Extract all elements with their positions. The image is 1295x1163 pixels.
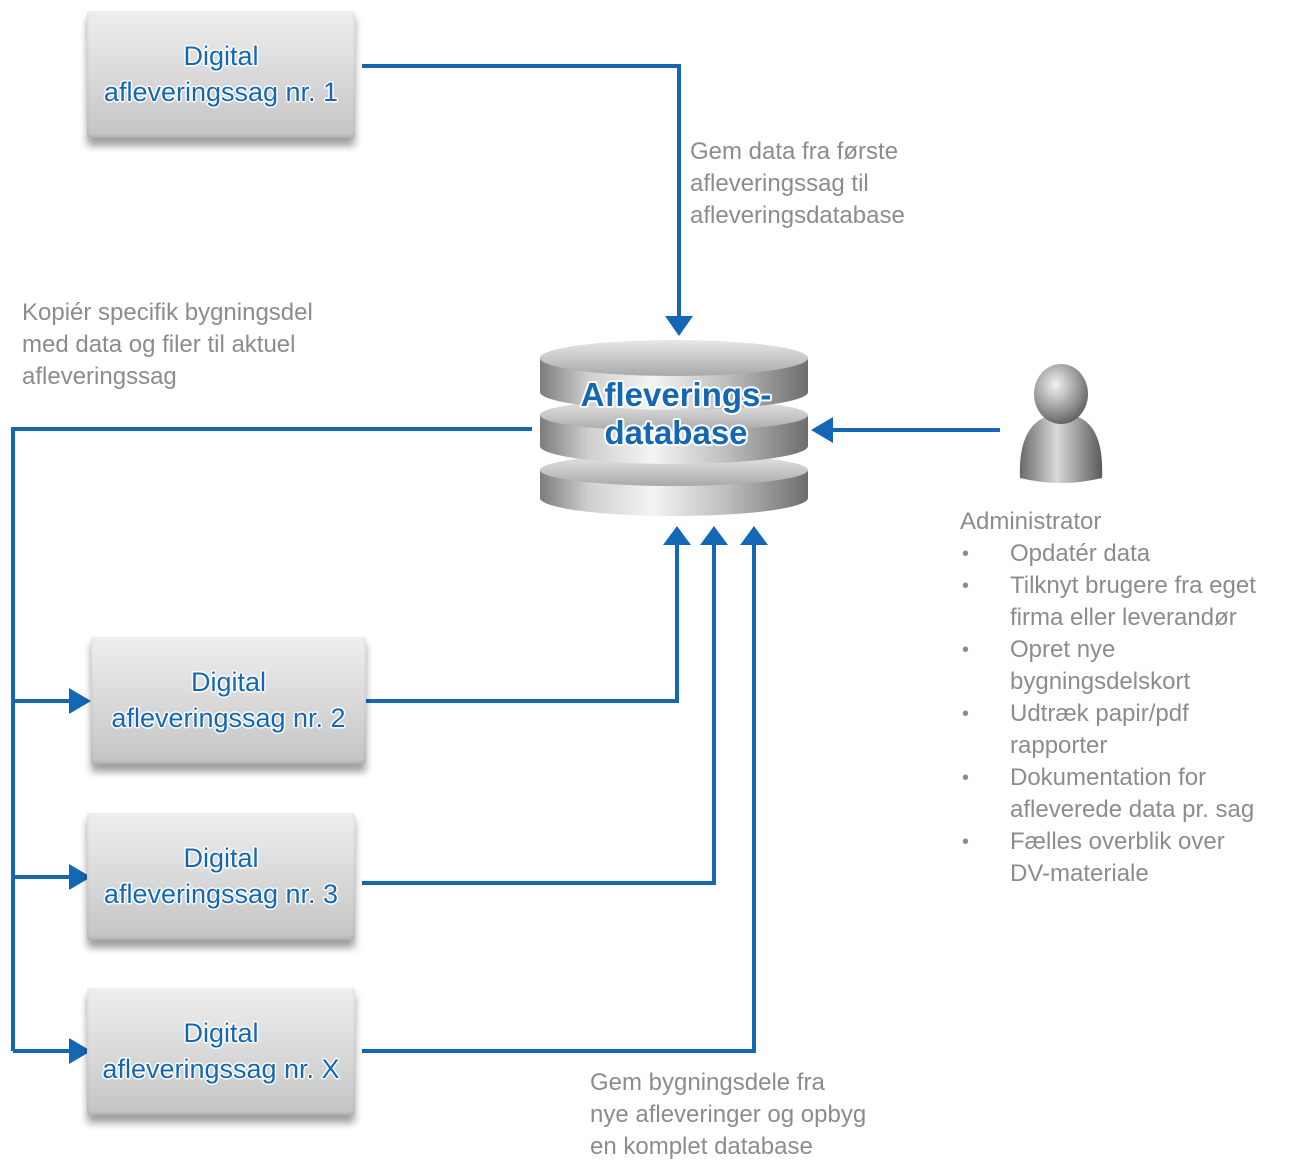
note-save-new: Gem bygningsdele fra nye afleveringer og… bbox=[590, 1067, 866, 1163]
database-title-line1: Afleverings- bbox=[580, 376, 772, 413]
note-save-new-line1: Gem bygningsdele fra bbox=[590, 1069, 825, 1096]
connector-db-to-cases bbox=[11, 427, 532, 1051]
case-x-line2: afleveringssag nr. X bbox=[102, 1054, 340, 1084]
admin-task: • Dokumentation for afleverede data pr. … bbox=[960, 762, 1256, 826]
note-save-first: Gem data fra første afleveringssag til a… bbox=[690, 136, 905, 232]
admin-task: • Udtræk papir/pdf rapporter bbox=[960, 698, 1256, 762]
admin-task-line: DV-materiale bbox=[1010, 860, 1149, 887]
admin-task-line: bygningsdelskort bbox=[1010, 668, 1191, 695]
admin-role-label: Administrator bbox=[960, 508, 1102, 535]
admin-task-line: Opdatér data bbox=[1010, 540, 1151, 567]
case-3-line2: afleveringssag nr. 3 bbox=[103, 879, 339, 909]
case-box-3[interactable]: Digital afleveringssag nr. 3 bbox=[87, 812, 355, 940]
note-copy-line2: med data og filer til aktuel bbox=[22, 331, 296, 358]
bullet-icon: • bbox=[962, 639, 970, 661]
arrowhead-up-case3 bbox=[700, 526, 728, 545]
note-save-first-line2: afleveringssag til bbox=[690, 170, 869, 197]
bullet-icon: • bbox=[962, 767, 970, 789]
admin-task-line: Tilknyt brugere fra eget bbox=[1010, 572, 1256, 599]
database-title: Afleverings- database bbox=[545, 376, 807, 452]
bullet-icon: • bbox=[962, 575, 970, 597]
connector-case2-to-db bbox=[366, 544, 679, 703]
admin-task: • Fælles overblik over DV-materiale bbox=[960, 826, 1256, 890]
case-1-line2: afleveringssag nr. 1 bbox=[103, 77, 339, 107]
case-box-2[interactable]: Digital afleveringssag nr. 2 bbox=[91, 636, 366, 764]
admin-task-line: Fælles overblik over bbox=[1010, 828, 1225, 855]
case-x-line1: Digital bbox=[183, 1018, 259, 1048]
connector-case1-to-db bbox=[362, 64, 681, 318]
admin-task-line: Udtræk papir/pdf bbox=[1010, 700, 1189, 727]
bullet-icon: • bbox=[962, 543, 970, 565]
arrowhead-right-case2 bbox=[69, 688, 91, 714]
note-copy-line1: Kopiér specifik bygningsdel bbox=[22, 299, 313, 326]
case-box-x[interactable]: Digital afleveringssag nr. X bbox=[87, 987, 355, 1115]
note-save-first-line1: Gem data fra første bbox=[690, 138, 899, 165]
case-2-line2: afleveringssag nr. 2 bbox=[111, 703, 346, 733]
note-save-new-line2: nye afleveringer og opbyg bbox=[590, 1101, 867, 1128]
connector-caseX-to-db bbox=[362, 544, 756, 1053]
case-2-line1: Digital bbox=[190, 667, 267, 697]
admin-task-list: • Opdatér data • Tilknyt brugere fra ege… bbox=[960, 538, 1256, 890]
bullet-icon: • bbox=[962, 831, 970, 853]
database-title-line2: database bbox=[604, 414, 748, 451]
admin-task-line: rapporter bbox=[1010, 732, 1108, 759]
arrowhead-up-caseX bbox=[740, 526, 768, 545]
admin-task-line: Opret nye bbox=[1010, 636, 1116, 663]
bullet-icon: • bbox=[962, 703, 970, 725]
admin-task-line: firma eller leverandør bbox=[1010, 604, 1237, 631]
note-save-new-line3: en komplet database bbox=[590, 1133, 813, 1160]
arrowhead-right-caseX bbox=[69, 1038, 91, 1064]
note-copy: Kopiér specifik bygningsdel med data og … bbox=[22, 297, 313, 393]
admin-task: • Opdatér data bbox=[960, 538, 1256, 570]
note-save-first-line3: afleveringsdatabase bbox=[690, 202, 905, 229]
connector-case3-to-db bbox=[362, 544, 716, 885]
user-icon bbox=[1019, 364, 1103, 483]
admin-task: • Tilknyt brugere fra eget firma eller l… bbox=[960, 570, 1256, 634]
database-icon bbox=[540, 340, 808, 516]
arrowhead-right-case3 bbox=[69, 864, 91, 890]
arrowhead-up-case2 bbox=[663, 526, 691, 545]
admin-task-line: afleverede data pr. sag bbox=[1010, 796, 1255, 823]
case-box-1[interactable]: Digital afleveringssag nr. 1 bbox=[87, 10, 355, 138]
case-1-line1: Digital bbox=[183, 41, 259, 71]
arrowhead-down bbox=[665, 316, 693, 336]
admin-task-line: Dokumentation for bbox=[1010, 764, 1207, 791]
admin-task: • Opret nye bygningsdelskort bbox=[960, 634, 1256, 698]
note-copy-line3: afleveringssag bbox=[22, 363, 177, 390]
case-3-line1: Digital bbox=[183, 843, 259, 873]
arrowhead-left-admin bbox=[811, 417, 833, 443]
